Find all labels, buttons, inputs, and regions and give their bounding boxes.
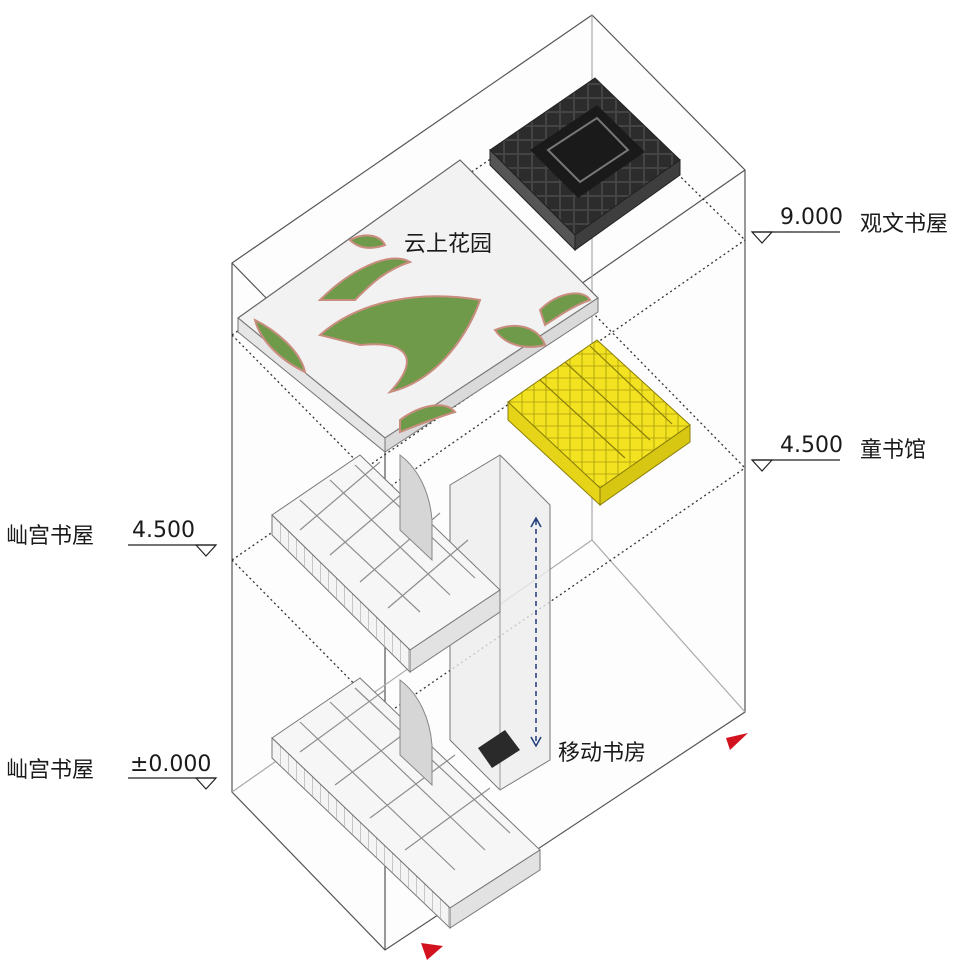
garden-leaf-5	[538, 292, 592, 327]
upper-maze-floor	[271, 453, 501, 674]
level-ground-value: ±0.000	[130, 752, 212, 777]
garden-leaf-7	[399, 404, 457, 434]
label-yigong-lower: 屾宫书屋	[6, 758, 95, 783]
level-marker-ground	[128, 777, 218, 790]
lower-maze-floor	[271, 677, 541, 930]
red-arrow-bottom	[421, 943, 443, 960]
cloud-garden-slab	[237, 159, 599, 454]
level-top-value: 9.000	[780, 205, 843, 230]
kids-library-block	[507, 339, 691, 507]
garden-leaf-4	[493, 325, 547, 348]
garden-leaf-1	[317, 257, 413, 301]
garden-leaf-6	[348, 234, 387, 249]
label-guanwen-shuwu: 观文书屋	[860, 212, 949, 237]
label-tong-shuguan: 童书馆	[860, 438, 927, 463]
guanwen-block	[489, 77, 681, 252]
mobile-study-shaft	[449, 454, 551, 791]
level-marker-middle-left	[128, 544, 218, 557]
level-middle-left-value: 4.500	[132, 518, 195, 543]
garden-leaf-3	[253, 318, 307, 374]
garden-leaf-2	[317, 295, 482, 394]
label-cloud-garden: 云上花园	[404, 232, 493, 257]
level-marker-top	[750, 231, 840, 244]
red-arrow-right	[726, 733, 748, 750]
level-middle-right-value: 4.500	[780, 433, 843, 458]
label-mobile-study: 移动书房	[558, 741, 647, 766]
level-marker-middle-right	[750, 459, 840, 472]
label-yigong-upper: 屾宫书屋	[6, 524, 95, 549]
